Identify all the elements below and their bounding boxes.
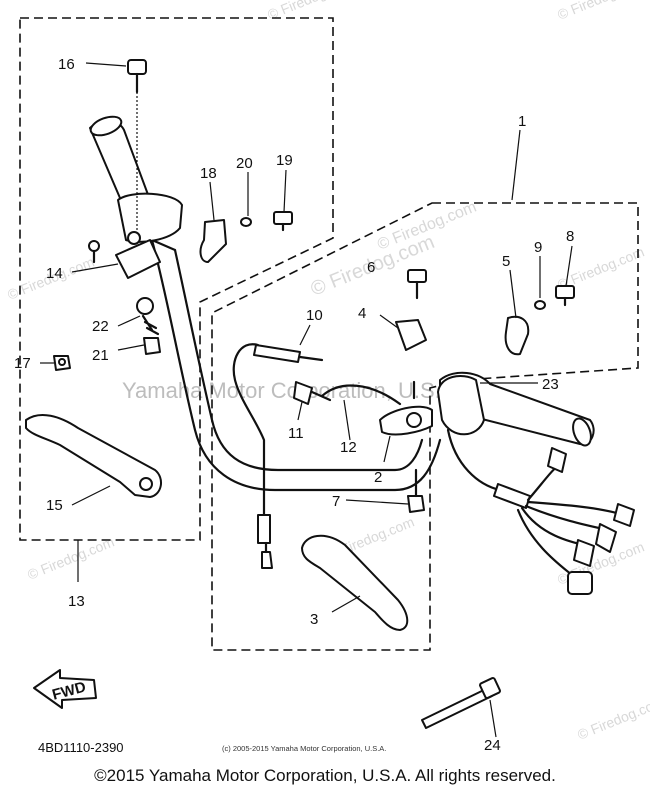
watermark-main: Yamaha Motor Corporation, U.S.A.: [122, 378, 462, 403]
copyright-small: (c) 2005-2015 Yamaha Motor Corporation, …: [222, 744, 386, 753]
callout-17: 17: [14, 355, 31, 372]
right-grip-assembly: [437, 371, 595, 447]
callout-14: 14: [46, 265, 63, 282]
leader-lines: [40, 62, 573, 738]
callout-24: 24: [484, 737, 501, 754]
left-lever: [25, 413, 162, 498]
callout-18: 18: [200, 165, 217, 182]
watermark-firedog-4: © Firedog.com: [25, 533, 116, 582]
callout-10: 10: [306, 307, 323, 324]
right-lever-holder: [379, 269, 575, 513]
callout-4: 4: [358, 305, 366, 322]
cable-fittings-11-12: [293, 381, 402, 406]
callout-2: 2: [374, 469, 382, 486]
callout-15: 15: [46, 497, 63, 514]
callouts: 1 2 3 4 5 6 7 8 9 10 11 12 13 14 15 16 1…: [14, 56, 574, 754]
watermark-firedog-8: © Firedog.com: [555, 0, 646, 23]
fwd-arrow: FWD: [33, 669, 97, 709]
callout-12: 12: [340, 439, 357, 456]
callout-5: 5: [502, 253, 510, 270]
right-lever: [301, 534, 409, 631]
callout-9: 9: [534, 239, 542, 256]
callout-1: 1: [518, 113, 526, 130]
switch-parts-18-20: [199, 211, 293, 263]
watermark-firedog-9: © Firedog.com: [265, 0, 356, 23]
callout-19: 19: [276, 152, 293, 169]
left-grip-assembly: [89, 115, 183, 279]
copyright-footer: ©2015 Yamaha Motor Corporation, U.S.A. A…: [94, 766, 556, 785]
callout-21: 21: [92, 347, 109, 364]
diagram-code: 4BD1110-2390: [38, 740, 124, 755]
cable-tie: [421, 677, 501, 729]
frame-right-assembly: [211, 202, 639, 651]
callout-13: 13: [68, 593, 85, 610]
cable-10: [232, 343, 324, 569]
callout-23: 23: [542, 376, 559, 393]
callout-3: 3: [310, 611, 318, 628]
callout-6: 6: [367, 259, 375, 276]
callout-11: 11: [288, 425, 304, 442]
frame-left-assembly: [19, 17, 334, 541]
callout-20: 20: [236, 155, 253, 172]
callout-8: 8: [566, 228, 574, 245]
left-lever-pivot: [139, 477, 153, 491]
left-small-parts: [53, 240, 161, 371]
callout-16: 16: [58, 56, 75, 73]
callout-7: 7: [332, 493, 340, 510]
handlebar: [150, 238, 442, 492]
bolt-16: [127, 59, 147, 230]
watermarks: Yamaha Motor Corporation, U.S.A. © Fired…: [5, 0, 650, 743]
wiring-harness: [446, 428, 635, 595]
callout-22: 22: [92, 318, 109, 335]
watermark-firedog-10: © Firedog.com: [575, 693, 650, 742]
